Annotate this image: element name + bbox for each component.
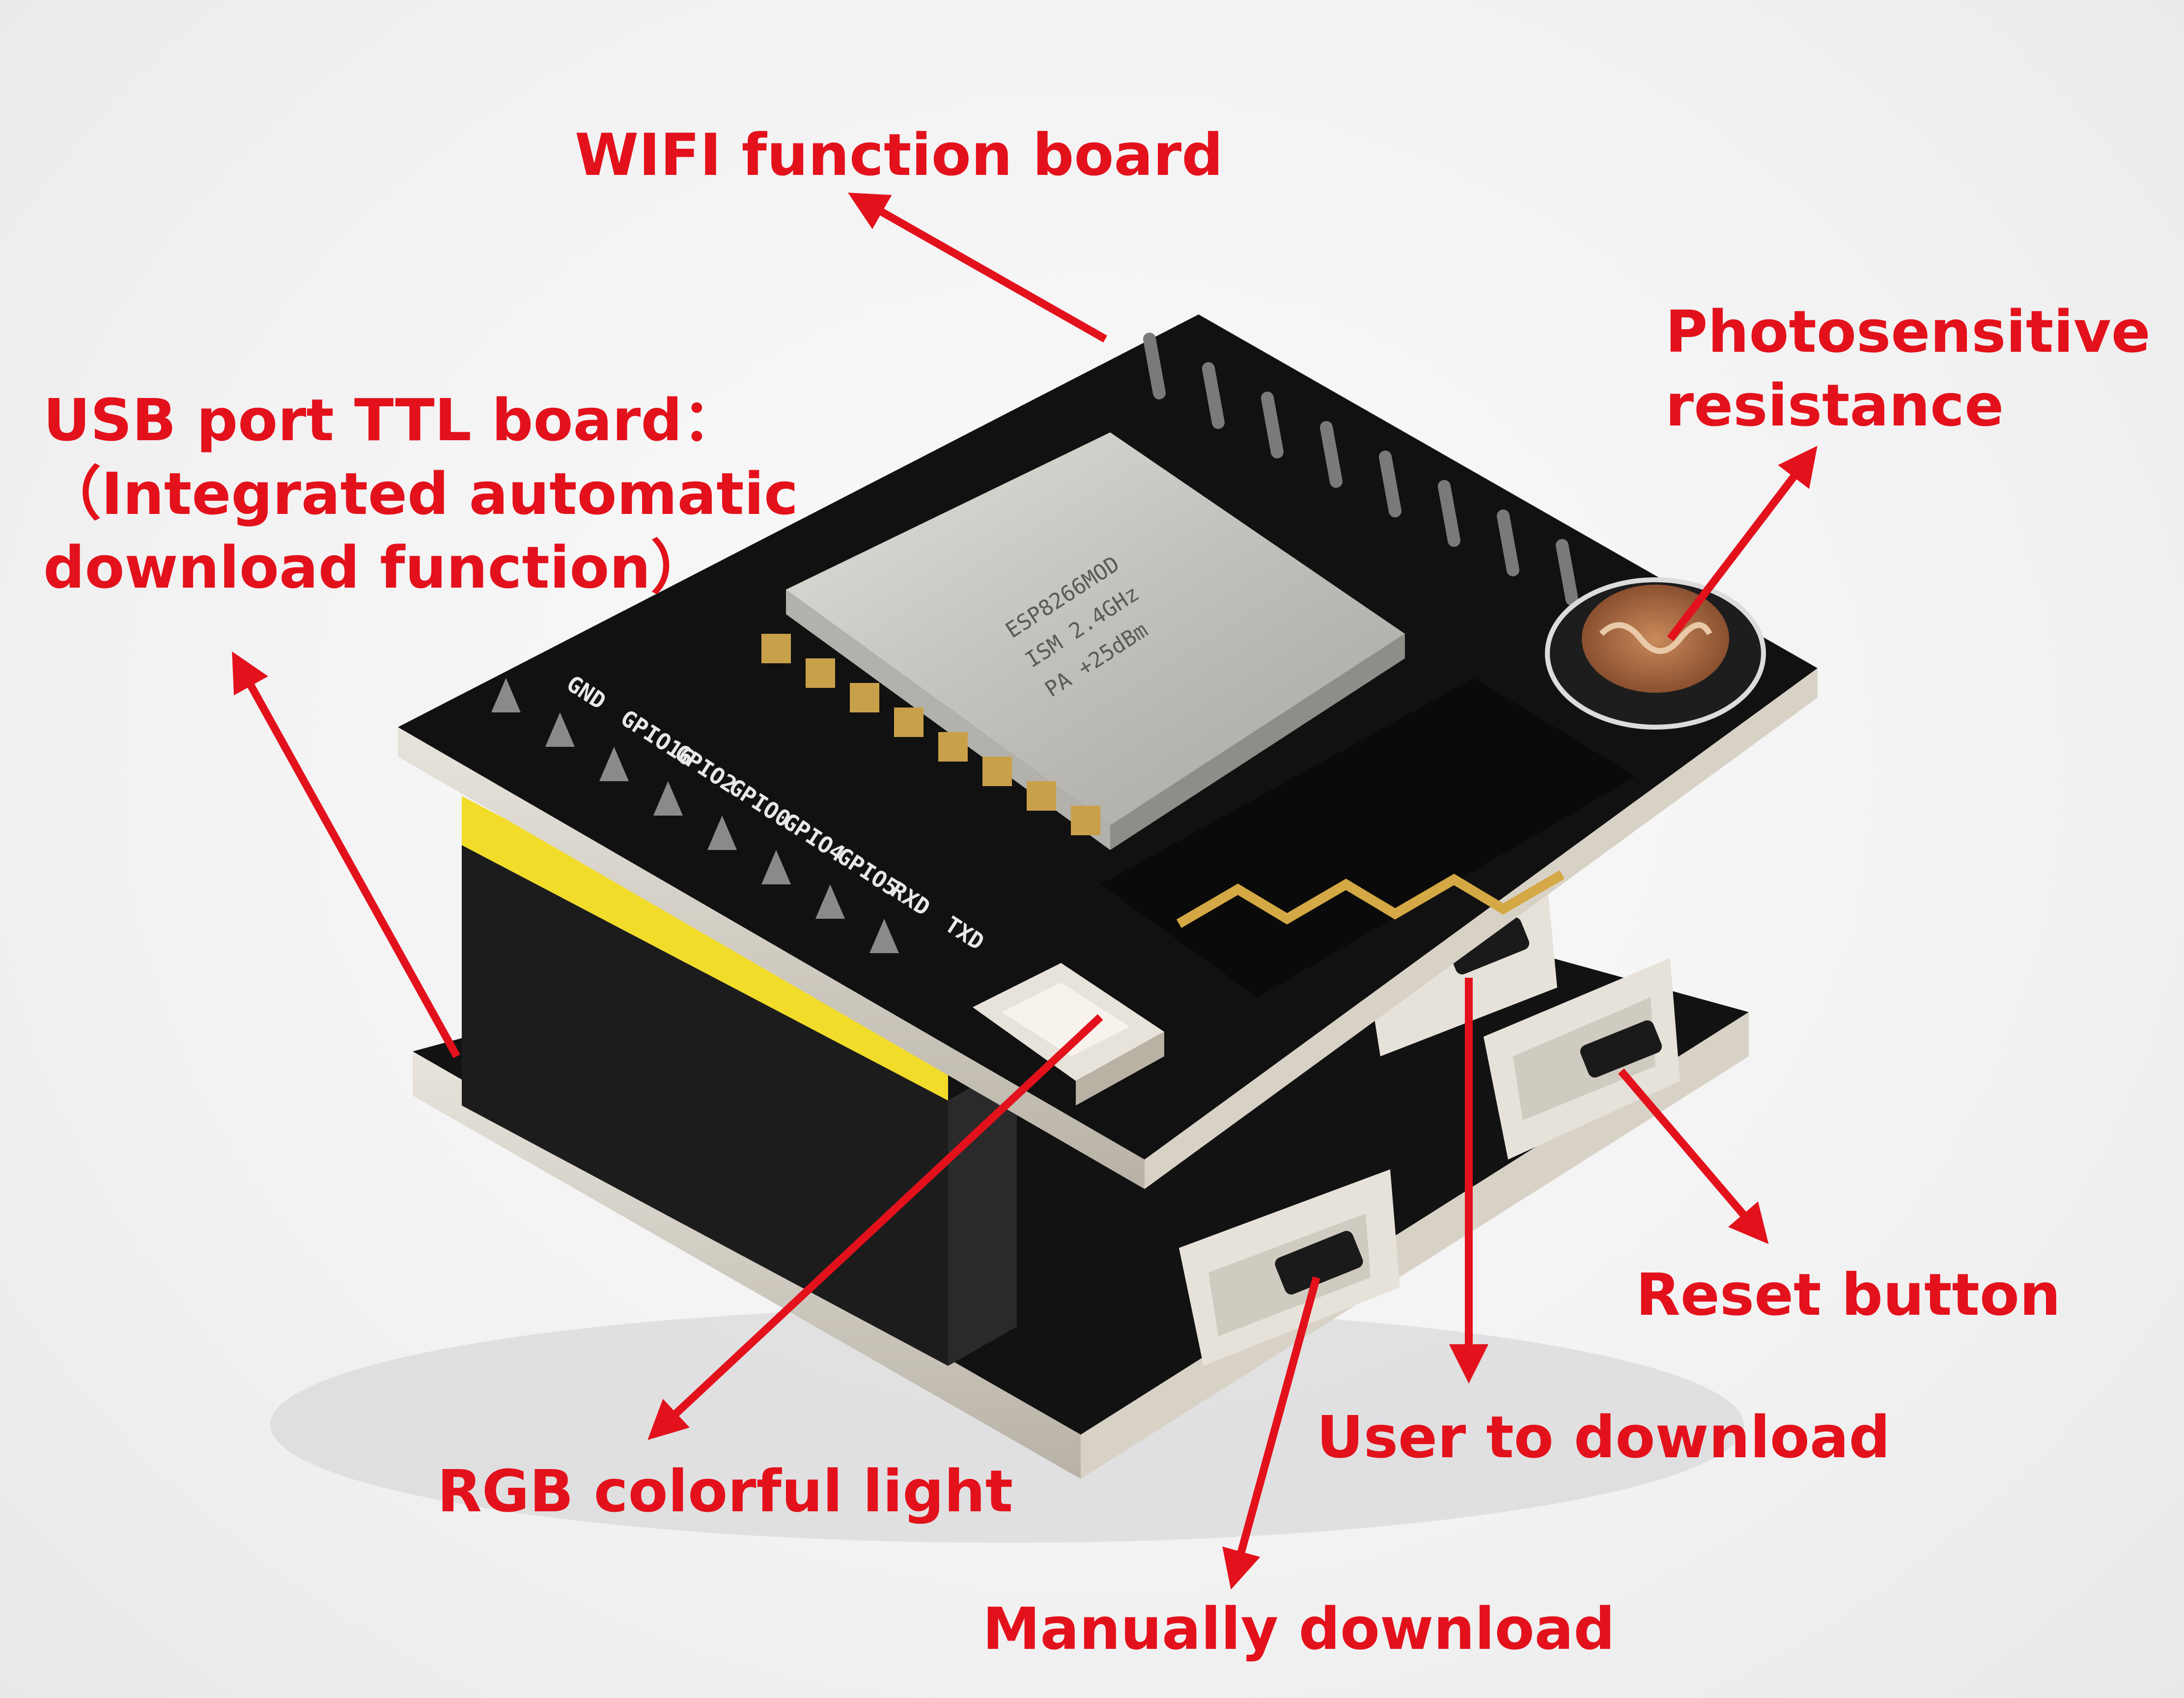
label-usb-ttl-line2: （Integrated automatic [43, 460, 799, 528]
arrow-photo [1667, 446, 1818, 641]
female-header [462, 796, 1017, 1366]
photoresistor [1545, 577, 1766, 730]
label-rgb-colorful-light: RGB colorful light [437, 1457, 1013, 1525]
wifi-board: ESP8266MOD ISM 2.4GHz PA +25dBm [398, 314, 1818, 1189]
label-usb-ttl-line3: download function） [43, 534, 709, 601]
user-download-switch-body [1366, 884, 1557, 1056]
label-photo-line1: Photosensitive [1665, 298, 2151, 366]
callout-arrows [232, 193, 1818, 1590]
pcb-antenna [1100, 678, 1636, 997]
arrow-wifi [848, 193, 1107, 342]
arrow-rgb [647, 1014, 1103, 1440]
right-pin-row [1143, 333, 1578, 606]
left-pin-row [491, 678, 899, 953]
arrow-manual [1222, 1276, 1320, 1590]
label-manually-download: Manually download [982, 1595, 1615, 1663]
label-photo-line2: resistance [1665, 371, 2004, 439]
manual-download-switch-body [1179, 1169, 1400, 1366]
arrow-reset [1618, 1068, 1769, 1245]
esp8266-module [786, 432, 1405, 825]
label-usb-ttl-board: USB port TTL board： （Integrated automati… [43, 383, 798, 604]
label-usb-ttl-line1: USB port TTL board： [43, 386, 740, 454]
rgb-led [973, 963, 1164, 1105]
label-wifi-function-board: WIFI function board [575, 121, 1223, 189]
label-user-to-download: User to download [1316, 1403, 1891, 1471]
reset-button-body [1484, 958, 1680, 1160]
gold-pads [761, 634, 1100, 835]
label-photosensitive-resistance: Photosensitive resistance [1665, 295, 2151, 442]
arrow-usb [232, 651, 460, 1058]
label-reset-button: Reset button [1636, 1261, 2061, 1329]
